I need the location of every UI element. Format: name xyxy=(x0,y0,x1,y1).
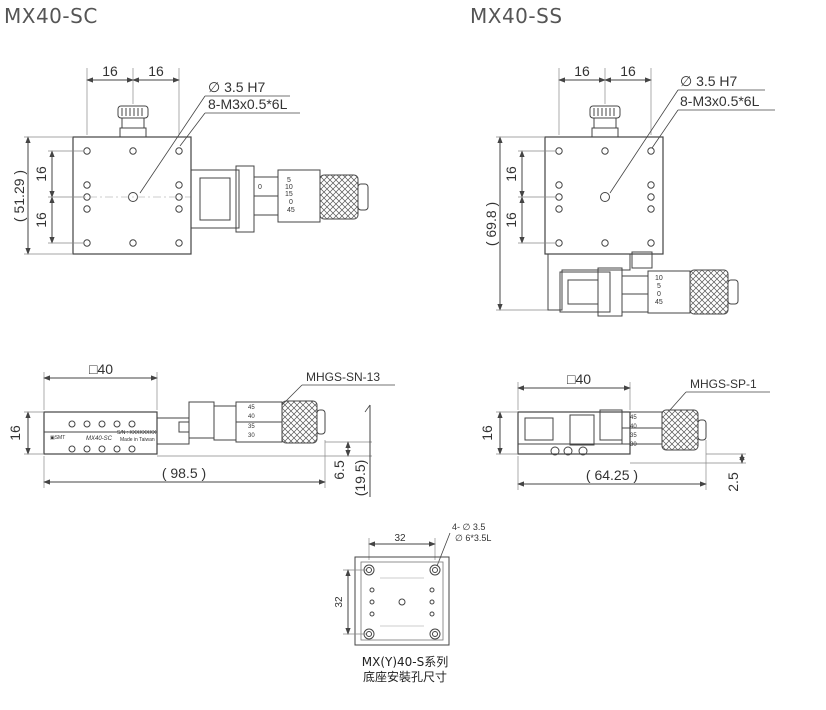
plate-brand: ▣SMT xyxy=(50,435,65,441)
leader-line xyxy=(179,112,206,147)
scale-label: 40 xyxy=(248,414,255,420)
dim-label-32v: 32 xyxy=(334,596,345,608)
base-holes xyxy=(363,564,441,640)
sc-top-view: 16 16 ∅ 3.5 H7 8-M3x0.5*6L ( 51.29 ) xyxy=(11,63,369,255)
dim-label-64-25: ( 64.25 ) xyxy=(586,467,638,483)
hole-note-1: 4- ∅ 3.5 xyxy=(452,522,485,532)
side-holes xyxy=(68,420,136,453)
dim-label-16d: 16 xyxy=(503,212,519,228)
dim-label-19-5: (19.5) xyxy=(352,460,368,497)
dim-label-6-5: 6.5 xyxy=(331,460,347,480)
micrometer-head xyxy=(156,400,326,445)
hole-note: ∅ 3.5 H7 xyxy=(208,79,266,95)
scale-label: 35 xyxy=(248,424,255,430)
thread-note: 8-M3x0.5*6L xyxy=(680,93,760,109)
title-mx40-ss: MX40-SS xyxy=(470,4,563,28)
scale-label: 0 xyxy=(258,184,262,191)
scale-label: 5 xyxy=(287,177,291,184)
base-plate xyxy=(354,556,450,646)
sc-side-view: □40 MHGS-SN-13 ▣SMT MX40-SC S/N : XXXXXX… xyxy=(7,361,395,497)
dim-label-16b: 16 xyxy=(148,63,164,79)
stage-body xyxy=(517,411,631,455)
dim-label-16a: 16 xyxy=(574,63,590,79)
scale-label: 45 xyxy=(630,415,637,421)
dim-label-16c: 16 xyxy=(33,166,49,182)
dim-label-32h: 32 xyxy=(394,533,406,544)
dim-label-16c: 16 xyxy=(503,166,519,182)
scale-label: 15 xyxy=(285,191,293,198)
base-mount-view: 32 4- ∅ 3.5 ∅ 6*3.5L 32 xyxy=(334,522,491,646)
thread-note: 8-M3x0.5*6L xyxy=(208,96,288,112)
scale-label: 0 xyxy=(289,199,293,206)
scale-label: 45 xyxy=(248,405,255,411)
scale-label: 5 xyxy=(657,283,661,290)
dim-label-16a: 16 xyxy=(102,63,118,79)
plate-origin: Made in Taiwan xyxy=(120,437,155,443)
caption-line-2: 底座安裝孔尺寸 xyxy=(362,670,447,684)
dim-label-2-5: 2.5 xyxy=(725,472,741,492)
micrometer-head xyxy=(547,251,739,317)
micrometer-label: MHGS-SN-13 xyxy=(306,370,380,384)
dim-label-69-8: ( 69.8 ) xyxy=(483,202,499,246)
stage-body xyxy=(544,136,664,255)
scale-label: 10 xyxy=(285,184,293,191)
dim-label-16d: 16 xyxy=(33,212,49,228)
dim-label-40: □40 xyxy=(567,371,591,387)
title-mx40-sc: MX40-SC xyxy=(4,4,98,28)
ss-top-view: 16 16 ∅ 3.5 H7 8-M3x0.5*6L ( 69.8 ) xyxy=(483,63,775,317)
micrometer-head xyxy=(190,165,369,233)
scale-label: 0 xyxy=(657,291,661,298)
caption-line-1: MX(Y)40-S系列 xyxy=(361,655,449,669)
hole-note-2: ∅ 6*3.5L xyxy=(455,533,491,543)
dim-label-98-5: ( 98.5 ) xyxy=(162,465,206,481)
micrometer-head xyxy=(599,409,707,451)
scale-label: 35 xyxy=(630,433,637,439)
dim-label-51-29: ( 51.29 ) xyxy=(11,170,27,222)
plate-model: MX40-SC xyxy=(86,436,113,442)
base-caption: MX(Y)40-S系列 底座安裝孔尺寸 xyxy=(330,655,480,685)
scale-label: 45 xyxy=(287,207,295,214)
scale-label: 30 xyxy=(248,433,255,439)
micrometer-label: MHGS-SP-1 xyxy=(690,377,757,391)
scale-label: 10 xyxy=(655,275,663,282)
hole-note: ∅ 3.5 H7 xyxy=(680,73,738,89)
dim-label-16b: 16 xyxy=(620,63,636,79)
leader-line xyxy=(139,95,206,194)
ss-side-view: □40 MHGS-SP-1 45 40 35 30 16 xyxy=(479,371,770,492)
dim-label-16: 16 xyxy=(479,425,495,441)
dim-label-16: 16 xyxy=(7,425,23,441)
mount-holes xyxy=(555,147,655,247)
scale-label: 30 xyxy=(630,442,637,448)
scale-label: 45 xyxy=(655,299,663,306)
dim-label-40: □40 xyxy=(89,361,113,377)
scale-label: 40 xyxy=(630,424,637,430)
plate-sn: S/N : XXXXXXXX xyxy=(117,430,157,436)
